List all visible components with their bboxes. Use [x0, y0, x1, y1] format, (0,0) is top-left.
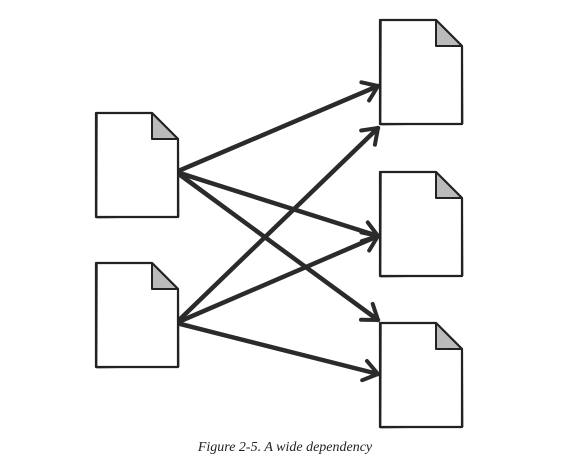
arrow-source-1-to-target-3 — [173, 169, 381, 323]
target-1-document-icon — [378, 18, 464, 126]
arrowhead — [359, 80, 380, 103]
arrow-source-2-to-target-1 — [173, 125, 381, 326]
document-folded-corner — [151, 112, 179, 140]
arrow-shaft-sketch — [176, 320, 378, 376]
document-folded-corner — [435, 322, 463, 350]
figure-caption: Figure 2-5. A wide dependency — [197, 440, 373, 455]
edges-layer — [173, 80, 381, 383]
arrowhead — [360, 359, 380, 383]
nodes-layer — [94, 18, 464, 429]
document-folded-corner — [151, 262, 179, 290]
document-folded-corner — [435, 19, 463, 47]
arrow-shaft-sketch — [176, 128, 378, 323]
arrowhead — [359, 301, 380, 322]
source-2-document-icon — [94, 261, 180, 369]
arrow-source-2-to-target-3 — [173, 320, 381, 383]
target-2-document-icon — [378, 170, 464, 278]
source-1-document-icon — [94, 111, 180, 219]
document-sketch-edge — [96, 262, 180, 369]
target-3-document-icon — [378, 321, 464, 429]
arrow-shaft-sketch — [176, 169, 378, 322]
arrow-shaft-sketch — [176, 236, 378, 323]
document-sketch-edge — [380, 322, 464, 429]
arrow-shaft-sketch — [176, 169, 378, 238]
document-sketch-edge — [380, 171, 464, 278]
document-folded-corner — [435, 171, 463, 199]
arrow-source-2-to-target-2 — [173, 230, 381, 326]
arrowhead — [359, 126, 380, 147]
arrow-source-1-to-target-2 — [173, 169, 381, 244]
arrow-shaft-sketch — [176, 86, 378, 172]
document-sketch-edge — [96, 112, 180, 219]
arrow-source-1-to-target-1 — [173, 80, 381, 175]
arrowhead — [359, 230, 380, 253]
document-sketch-edge — [380, 19, 464, 126]
